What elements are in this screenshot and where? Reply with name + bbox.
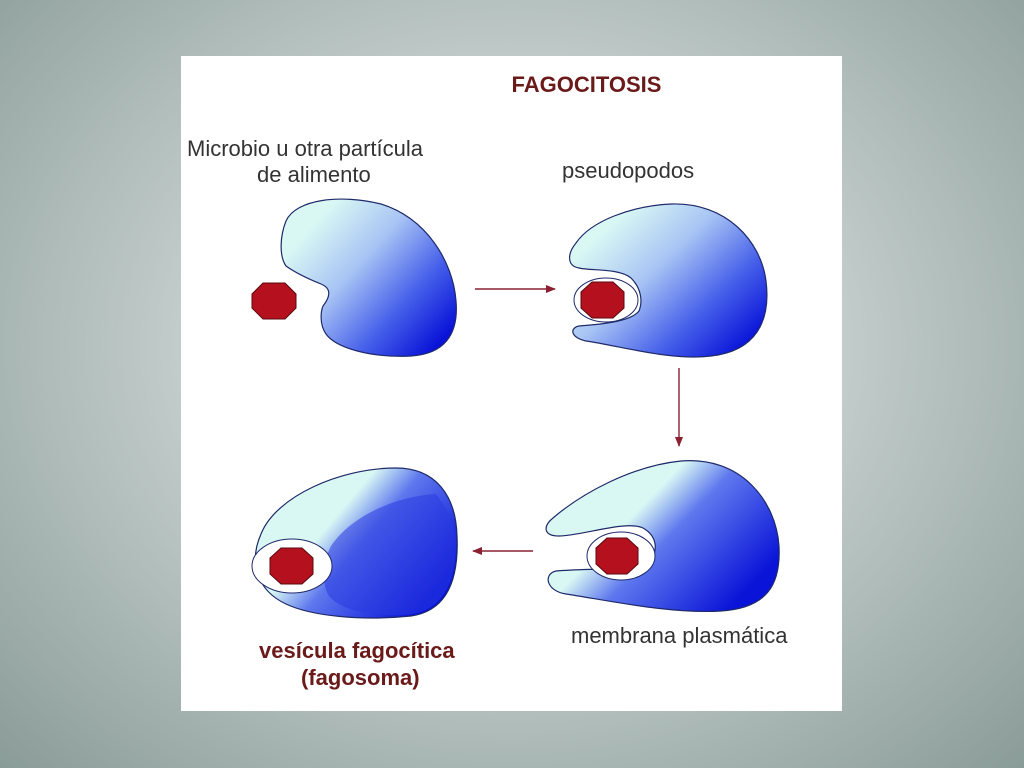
label-microbe-line2: de alimento [257, 162, 371, 187]
phagocytosis-diagram [251, 198, 780, 619]
stage-3-cell [545, 460, 780, 613]
cell-body-1 [280, 198, 457, 357]
stage-2-cell [569, 203, 768, 358]
label-membrane: membrana plasmática [571, 623, 788, 648]
cell-inner-shade-4 [323, 494, 457, 616]
food-particle-4 [269, 547, 314, 585]
food-particle-2 [580, 281, 625, 319]
label-microbe-line1: Microbio u otra partícula [187, 136, 423, 161]
cell-body-3 [545, 460, 780, 613]
stage-1-cell [251, 198, 457, 357]
cell-body-2 [569, 203, 768, 358]
diagram-card: FAGOCITOSIS Microbio u otra partícula de… [181, 56, 842, 711]
label-vesicle-line1: vesícula fagocítica [259, 638, 455, 663]
food-particle-1 [251, 282, 297, 320]
label-pseudopods: pseudopodos [562, 158, 695, 183]
stage-4-cell [251, 467, 458, 619]
food-particle-3 [595, 537, 639, 575]
label-vesicle-line2: (fagosoma) [301, 665, 420, 690]
diagram-title: FAGOCITOSIS [511, 72, 662, 97]
